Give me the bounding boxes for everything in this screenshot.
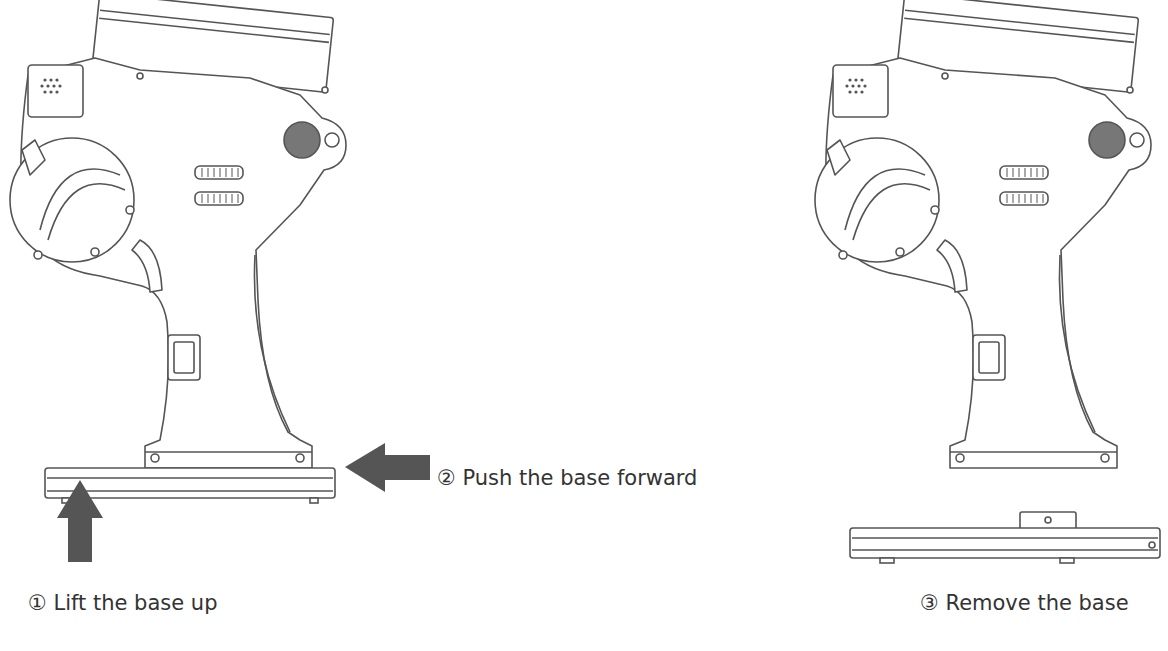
step-label: ② Push the base forward: [437, 466, 697, 491]
step-label: ③ Remove the base: [920, 591, 1129, 616]
step-label: ① Lift the base up: [28, 591, 217, 616]
